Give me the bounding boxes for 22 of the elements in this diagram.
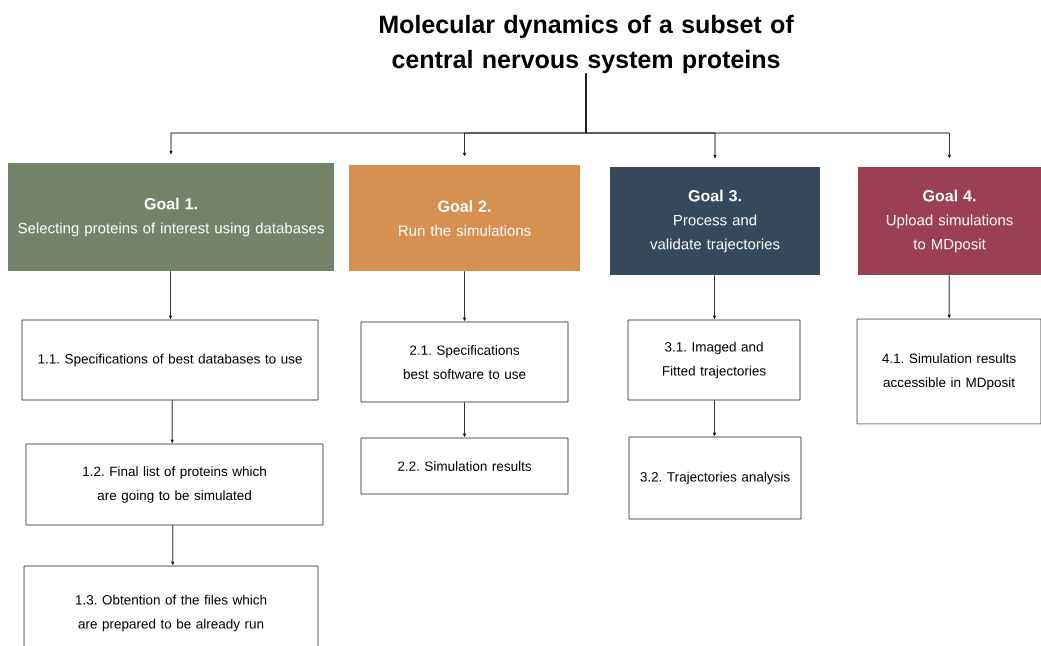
task-box: 4.1. Simulation results accessible in MDposit [856, 318, 1041, 425]
task-box: 3.1. Imaged and Fitted trajectories [627, 319, 801, 401]
task-box: 1.1. Specifications of best databases to use [21, 319, 319, 401]
arrow [169, 270, 172, 319]
arrow [585, 72, 951, 159]
goal-box: Goal 3. Process and validate trajectories [610, 167, 820, 275]
arrow [171, 525, 175, 565]
goal-box: Goal 2. Run the simulations [349, 165, 580, 271]
arrow [713, 400, 716, 436]
arrow [713, 274, 716, 319]
goal-box: Goal 4. Upload simulations to MDposit [858, 167, 1041, 275]
arrow [463, 270, 466, 321]
task-box: 2.1. Specifications best software to use [360, 321, 569, 403]
task-box: 1.2. Final list of proteins which are going to be simulated [25, 443, 324, 526]
goal-box: Goal 1. Selecting proteins of interest using databases [8, 163, 334, 271]
task-box: 2.2. Simulation results [360, 437, 569, 495]
diagram-title: Molecular dynamics of a subset of central nervous system proteins [380, 14, 794, 74]
arrow [170, 400, 174, 443]
arrow [463, 402, 466, 437]
task-box: 1.3. Obtention of the files which are prepared to be already run [23, 565, 319, 646]
task-box: 3.2. Trajectories analysis [628, 436, 802, 520]
arrow [947, 274, 951, 318]
